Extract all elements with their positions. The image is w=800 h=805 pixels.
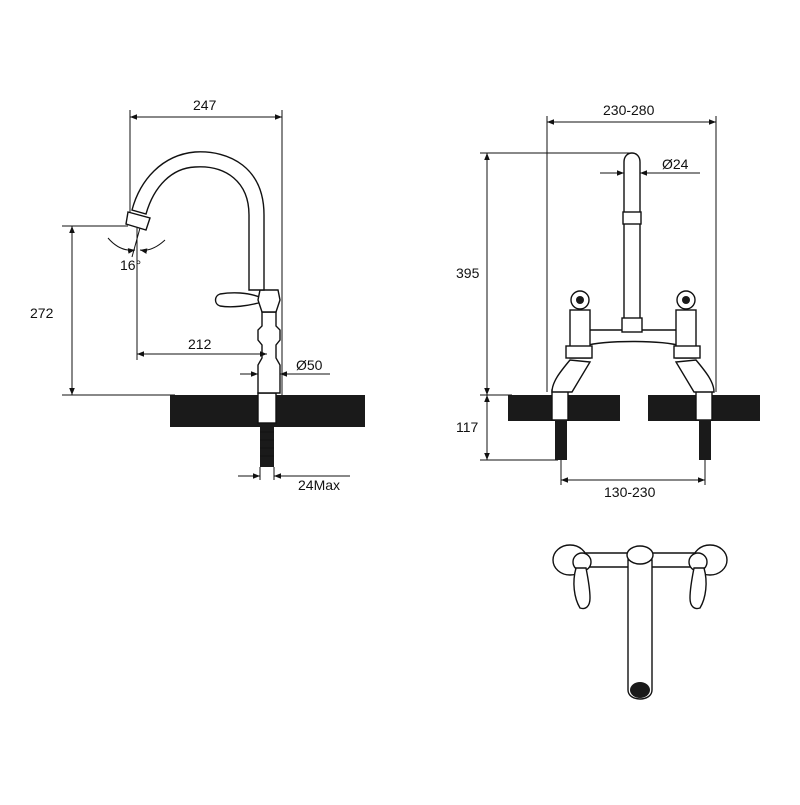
top-aerator	[630, 682, 650, 698]
hole-spacing-label: 130-230	[604, 484, 656, 500]
height-label: 272	[30, 305, 54, 321]
angle-arc-left	[107, 237, 136, 254]
centres-range-label: 230-280	[603, 102, 655, 118]
side-aerator	[125, 211, 151, 231]
front-thread-right	[699, 420, 711, 460]
front-height-label: 395	[456, 265, 480, 281]
front-shank-right	[695, 389, 713, 421]
top-lever-right	[689, 567, 707, 610]
top-view	[552, 544, 728, 700]
side-lever	[214, 292, 263, 308]
front-spout	[623, 152, 641, 331]
swivel-angle-label: 16°	[120, 257, 141, 273]
angle-line-tilted	[131, 227, 141, 258]
front-spout-ring	[622, 211, 642, 225]
front-valve-right-ring	[673, 345, 701, 359]
angle-arc-right	[139, 239, 166, 254]
base-diameter-label: Ø50	[296, 357, 323, 373]
side-lever-hub	[257, 289, 281, 313]
front-spout-base	[621, 317, 643, 333]
top-lever-left	[573, 567, 591, 610]
front-shank-left	[551, 389, 569, 421]
shank-length-label: 117	[456, 419, 479, 435]
side-view: 16° 247 272 212 Ø50 24Max	[30, 97, 365, 493]
top-spout-base	[626, 545, 654, 565]
side-spout	[131, 151, 265, 291]
front-thread-left	[555, 420, 567, 460]
top-spout	[627, 559, 653, 700]
side-shank	[257, 392, 277, 424]
front-leg-left	[551, 359, 592, 393]
front-leg-right	[674, 359, 715, 393]
max-deck-thickness-label: 24Max	[298, 477, 340, 493]
spout-reach-label: 212	[188, 336, 212, 352]
side-body	[257, 311, 281, 394]
overall-width-label: 247	[193, 97, 217, 113]
front-view: 230-280 Ø24 395 117 130-230	[456, 102, 760, 500]
spout-diameter-label: Ø24	[662, 156, 689, 172]
front-valve-left-ring	[565, 345, 593, 359]
side-shank-thread	[260, 425, 274, 467]
